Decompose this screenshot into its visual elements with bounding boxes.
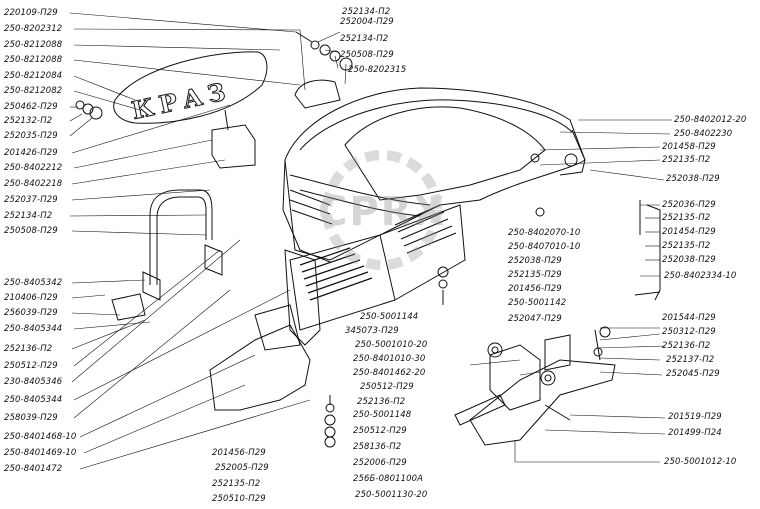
callout-label: 252037-П29 [4, 195, 58, 205]
callout-label: 250-8202315 [348, 65, 407, 75]
callout-label: 250-8402212 [4, 163, 63, 173]
callout-label: 201544-П29 [662, 313, 716, 323]
hinge-assembly [469, 359, 616, 446]
callout-label: 250-8212082 [4, 86, 63, 96]
callout-label: 252135-П2 [662, 155, 711, 165]
callout-label: 250-8402070-10 [508, 228, 581, 238]
callout-label: 250462-П29 [4, 102, 58, 112]
callout-label: 252005-П29 [215, 463, 269, 473]
callout-label: 250-8402230 [674, 129, 733, 139]
callout-label: 250-5001144 [360, 312, 419, 322]
callout-label: 252038-П29 [508, 256, 562, 266]
callout-label: 252134-П2 [342, 7, 391, 17]
callout-label: 250-8401469-10 [4, 448, 77, 458]
callout-label: 250-8402218 [4, 179, 63, 189]
callout-label: 250-5001012-10 [664, 457, 737, 467]
callout-label: 250312-П29 [662, 327, 716, 337]
callout-label: 256Б-0801100А [353, 474, 424, 484]
callout-label: 252135-П29 [508, 270, 562, 280]
callout-label: 252136-П2 [662, 341, 711, 351]
callout-label: 201426-П29 [4, 148, 58, 158]
callout-label: 252006-П29 [353, 458, 407, 468]
callout-label: 201499-П24 [668, 428, 722, 438]
callout-label: 345073-П29 [345, 326, 399, 336]
callout-label: 250-8405344 [4, 324, 63, 334]
callout-label: 252132-П2 [4, 116, 53, 126]
cprx-watermark: CPRX [318, 150, 446, 270]
callout-label: 252045-П29 [666, 369, 720, 379]
callout-label: 252134-П2 [340, 34, 389, 44]
callout-label: 250-8212088 [4, 55, 63, 65]
callout-label: 201519-П29 [668, 412, 722, 422]
callout-label: 201454-П29 [662, 227, 716, 237]
callout-label: 252038-П29 [666, 174, 720, 184]
callout-label: 252134-П2 [4, 211, 53, 221]
callout-label: 250-8405342 [4, 278, 63, 288]
callout-label: 250-8407010-10 [508, 242, 581, 252]
callout-label: 252135-П2 [662, 241, 711, 251]
callout-label: 250-8401010-30 [353, 354, 426, 364]
svg-text:CPRX: CPRX [318, 189, 446, 235]
callout-label: 250-8401468-10 [4, 432, 77, 442]
callout-label: 250512-П29 [4, 361, 58, 371]
side-panel [284, 249, 321, 346]
callout-label: 250-8212084 [4, 71, 63, 81]
hood-outline [284, 87, 586, 261]
callout-label: 250-5001148 [353, 410, 412, 420]
callout-label: 250512-П29 [360, 382, 414, 392]
callout-label: 250-8405344 [4, 395, 63, 405]
kraz-logo-text: КРАЗ [129, 76, 234, 125]
callout-label: 220109-П29 [4, 8, 58, 18]
callout-label: 250508-П29 [4, 226, 58, 236]
callout-label: 252047-П29 [508, 314, 562, 324]
callout-label: 250-8212088 [4, 40, 63, 50]
callout-label: 250-8402012-20 [674, 115, 747, 125]
callout-label: 250-5001010-20 [355, 340, 428, 350]
callout-label: 201458-П29 [662, 142, 716, 152]
callout-label: 230-8405346 [4, 377, 63, 387]
handle [149, 189, 213, 285]
callout-label: 252135-П2 [212, 479, 261, 489]
callout-label: 250512-П29 [353, 426, 407, 436]
callout-label: 252035-П29 [4, 131, 58, 141]
callout-label: 256039-П29 [4, 308, 58, 318]
callout-label: 258136-П2 [353, 442, 402, 452]
callout-label: 250-8401472 [4, 464, 63, 474]
callout-label: 250-8202312 [4, 24, 63, 34]
callout-label: 201456-П29 [508, 284, 562, 294]
callout-label: 252137-П2 [666, 355, 715, 365]
callout-label: 252135-П2 [662, 213, 711, 223]
logo-outline [113, 51, 268, 124]
callout-label: 250-5001130-20 [355, 490, 428, 500]
callout-label: 210406-П29 [4, 293, 58, 303]
callout-label: 250-8401462-20 [353, 368, 426, 378]
callout-label: 250-5001142 [508, 298, 567, 308]
callout-label: 250510-П29 [212, 494, 266, 504]
callout-label: 250508-П29 [340, 50, 394, 60]
callout-label: 258039-П29 [4, 413, 58, 423]
callout-label: 252036-П29 [662, 200, 716, 210]
callout-label: 252038-П29 [662, 255, 716, 265]
callout-label: 252136-П2 [4, 344, 53, 354]
callout-label: 201456-П29 [212, 448, 266, 458]
callout-label: 252004-П29 [340, 17, 394, 27]
callout-label: 250-8402334-10 [664, 271, 737, 281]
callout-label: 252136-П2 [357, 397, 406, 407]
